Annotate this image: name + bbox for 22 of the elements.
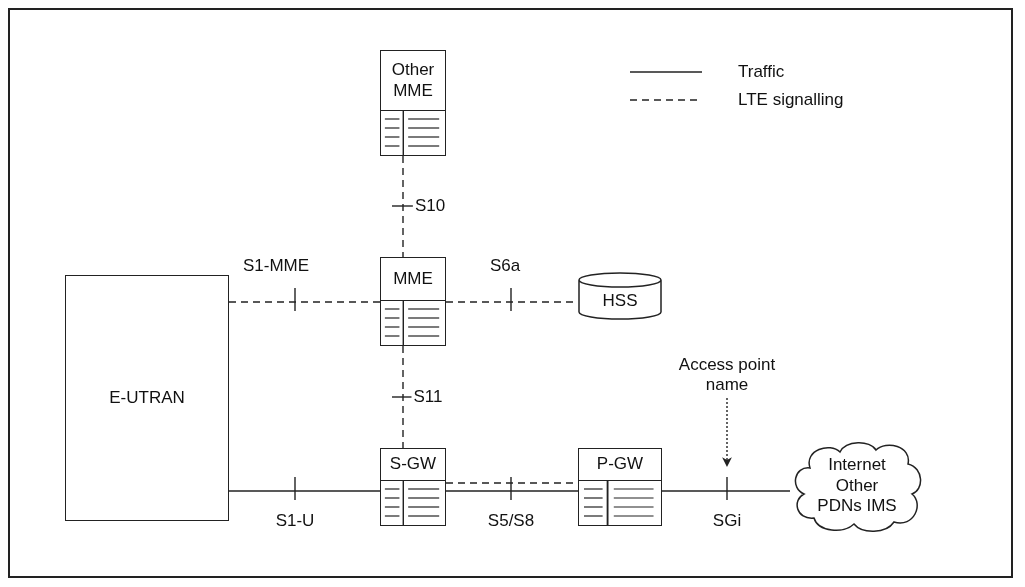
node-label: Internet Other PDNs IMS — [816, 455, 898, 517]
leader-arrow — [722, 397, 732, 467]
network-box — [65, 275, 229, 521]
connector-line — [402, 345, 404, 449]
network-entity-box — [380, 50, 446, 156]
node-label: S-GW — [389, 454, 437, 475]
database-cylinder — [578, 272, 662, 320]
node-label: E-UTRAN — [109, 387, 185, 409]
node-label: HSS — [602, 290, 638, 312]
connector-line — [445, 490, 579, 492]
node-label: P-GW — [596, 454, 644, 475]
node-label: Access point name — [677, 354, 777, 396]
network-entity-box — [380, 448, 446, 526]
legend-label: LTE signalling — [738, 90, 844, 110]
connector-line — [228, 301, 381, 303]
network-entity-box — [578, 448, 662, 526]
node-label: Other MME — [390, 60, 436, 101]
legend-label: Traffic — [738, 62, 785, 82]
connector-line — [228, 490, 381, 492]
network-entity-box — [380, 257, 446, 346]
connector-line — [402, 155, 404, 258]
node-label: MME — [393, 268, 433, 290]
